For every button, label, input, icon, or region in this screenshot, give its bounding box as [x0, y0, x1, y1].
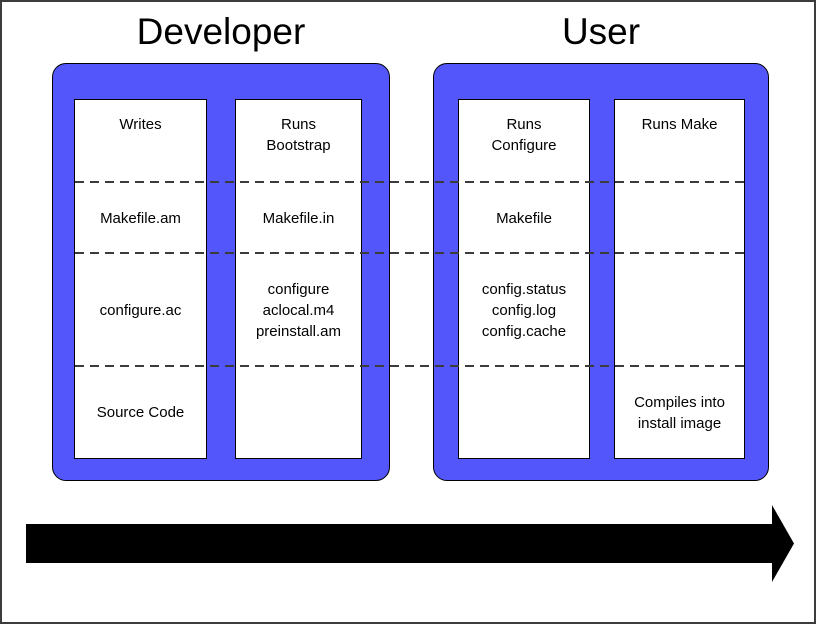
cell [236, 367, 361, 458]
stage-separator-line [75, 365, 745, 367]
stage-separator-line [75, 181, 745, 183]
cell: configure.ac [99, 302, 182, 319]
cell: Makefile [496, 209, 552, 227]
cell [615, 182, 744, 254]
cell: config.status config.log config.cache [481, 281, 567, 340]
user-configure-column: Runs Configure Makefile config.status co… [458, 99, 590, 459]
cell: Writes [119, 116, 162, 133]
right-arrow-icon [26, 505, 794, 582]
cell: Compiles into install image [634, 393, 725, 432]
developer-writes-column: Writes Makefile.am configure.ac Source C… [74, 99, 207, 459]
user-title: User [561, 11, 641, 52]
cell: Source Code [96, 404, 185, 421]
developer-bootstrap-column: Runs Bootstrap Makefile.in configure acl… [235, 99, 362, 459]
cell: Makefile.am [100, 209, 181, 227]
cell: Runs Bootstrap [266, 116, 331, 154]
cell [459, 367, 589, 458]
cell: Runs Make [641, 116, 718, 133]
cell: Makefile.in [262, 209, 335, 227]
stage-separator-line [75, 252, 745, 254]
user-make-column: Runs Make Compiles into install image [614, 99, 745, 459]
cell: Runs Configure [491, 116, 557, 154]
developer-title: Developer [136, 11, 306, 52]
cell [615, 254, 744, 367]
cell: configure aclocal.m4 preinstall.am [255, 281, 342, 340]
